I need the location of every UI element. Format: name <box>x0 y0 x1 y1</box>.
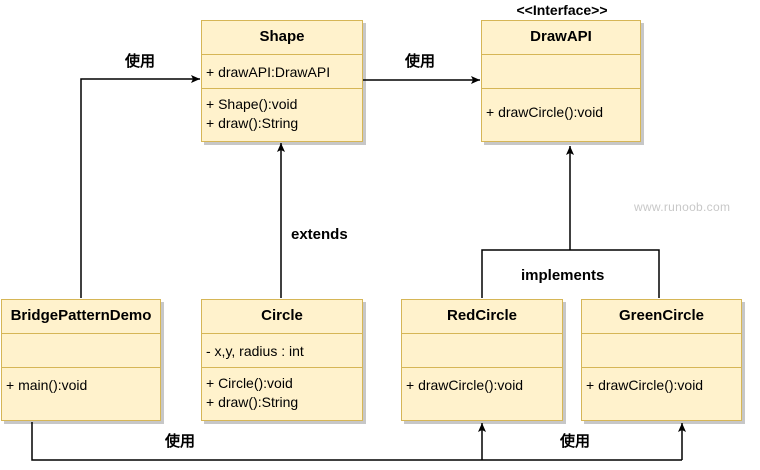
class-name: BridgePatternDemo <box>2 300 160 334</box>
class-red-circle: RedCircle + drawCircle():void <box>401 299 563 421</box>
class-attributes <box>402 334 562 368</box>
class-attributes <box>582 334 741 368</box>
method: + draw():String <box>206 115 299 131</box>
class-green-circle: GreenCircle + drawCircle():void <box>581 299 742 421</box>
class-attributes <box>2 334 160 368</box>
method: + drawCircle():void <box>406 377 524 393</box>
class-methods: + drawCircle():void <box>582 368 741 395</box>
method: + Circle():void <box>206 375 293 391</box>
demo-bottom-line <box>31 422 682 461</box>
method: + Shape():void <box>206 96 298 112</box>
uses-label: 使用 <box>560 433 591 450</box>
class-methods: + main():void <box>2 368 160 395</box>
class-methods: + Shape():void + draw():String <box>202 89 362 133</box>
method: + drawCircle():void <box>586 377 704 393</box>
class-name: RedCircle <box>402 300 562 334</box>
uses-label: 使用 <box>405 53 436 70</box>
class-drawapi: DrawAPI + drawCircle():void <box>481 20 641 142</box>
class-attributes <box>482 55 640 89</box>
method: + draw():String <box>206 394 299 410</box>
uses-label: 使用 <box>125 53 156 70</box>
attribute: + drawAPI:DrawAPI <box>206 64 331 80</box>
class-name: Shape <box>202 21 362 55</box>
class-methods: + drawCircle():void <box>482 89 640 122</box>
watermark: www.runoob.com <box>634 200 731 214</box>
method: + main():void <box>6 377 88 393</box>
attribute: - x,y, radius : int <box>206 343 304 359</box>
class-name: DrawAPI <box>482 21 640 55</box>
extends-label: extends <box>291 226 348 243</box>
class-attributes: - x,y, radius : int <box>202 334 362 368</box>
demo-to-shape-arrow <box>80 75 200 298</box>
class-shape: Shape + drawAPI:DrawAPI + Shape():void +… <box>201 20 363 142</box>
class-attributes: + drawAPI:DrawAPI <box>202 55 362 89</box>
class-methods: + Circle():void + draw():String <box>202 368 362 412</box>
class-name: Circle <box>202 300 362 334</box>
uses-label: 使用 <box>165 433 196 450</box>
stereotype-label: <<Interface>> <box>516 2 608 18</box>
class-bridge-pattern-demo: BridgePatternDemo + main():void <box>1 299 161 421</box>
class-circle: Circle - x,y, radius : int + Circle():vo… <box>201 299 363 421</box>
implements-label: implements <box>521 267 605 284</box>
class-methods: + drawCircle():void <box>402 368 562 395</box>
method: + drawCircle():void <box>486 104 604 120</box>
class-name: GreenCircle <box>582 300 741 334</box>
